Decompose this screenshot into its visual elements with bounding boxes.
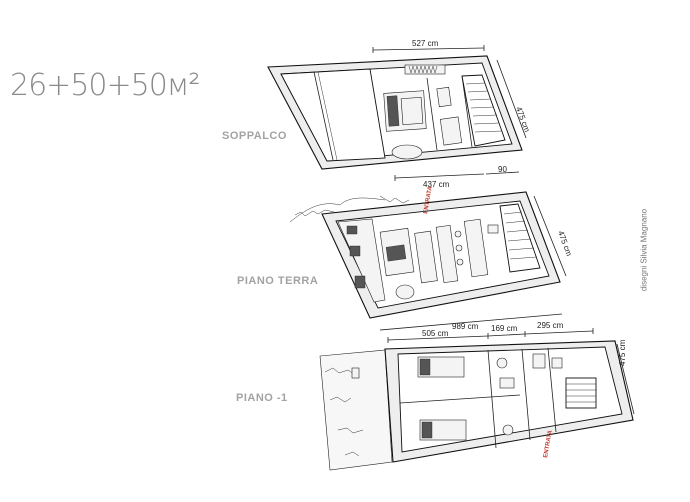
dim-terra-width: 989 cm [452,322,479,331]
piano-terra-stairs [499,203,541,273]
area-title: 26+50+50м² [10,68,200,103]
entrance-label-terra: ENTRATA [423,185,434,214]
floor-label-piano-terra: PIANO TERRA [237,275,319,287]
piano-meno-1-stairs [565,377,597,409]
piano-terra-plan: ENTRATA 475 cm 989 cm [289,185,574,331]
piano-terra-counter [463,218,489,278]
dim-minus1-c: 295 cm [537,321,564,330]
dim-minus1-b: 169 cm [491,324,518,333]
soppalco-plan: 527 cm 475 cm 437 cm 90 [267,39,532,189]
dim-soppalco-width: 527 cm [412,39,439,48]
piano-meno-1-garden [319,349,393,471]
soppalco-stairs [461,74,506,147]
dim-terra-depth: 475 cm [556,230,574,258]
soppalco-bathtub [391,144,423,160]
floor-label-piano-meno-1: PIANO -1 [236,392,288,404]
piano-terra-island [435,224,459,284]
soppalco-void [280,68,386,162]
piano-terra-kitchen [337,218,386,303]
piano-terra-table [414,230,438,284]
floor-label-soppalco: SOPPALCO [222,130,287,142]
entrance-label-minus1: ENTRATA [543,429,554,458]
dim-minus1-depth: 475 cm [618,339,627,366]
dim-soppalco-step: 90 [498,165,507,174]
dim-soppalco-inner: 437 cm [423,180,450,189]
soppalco-wardrobe [404,64,446,75]
piano-terra-armchair [395,284,415,300]
piano-meno-1-plan: ENTRATA 505 cm 169 cm 295 cm 475 cm [319,321,635,471]
dim-soppalco-depth: 475 cm [514,106,532,134]
dim-minus1-a: 505 cm [422,329,449,338]
